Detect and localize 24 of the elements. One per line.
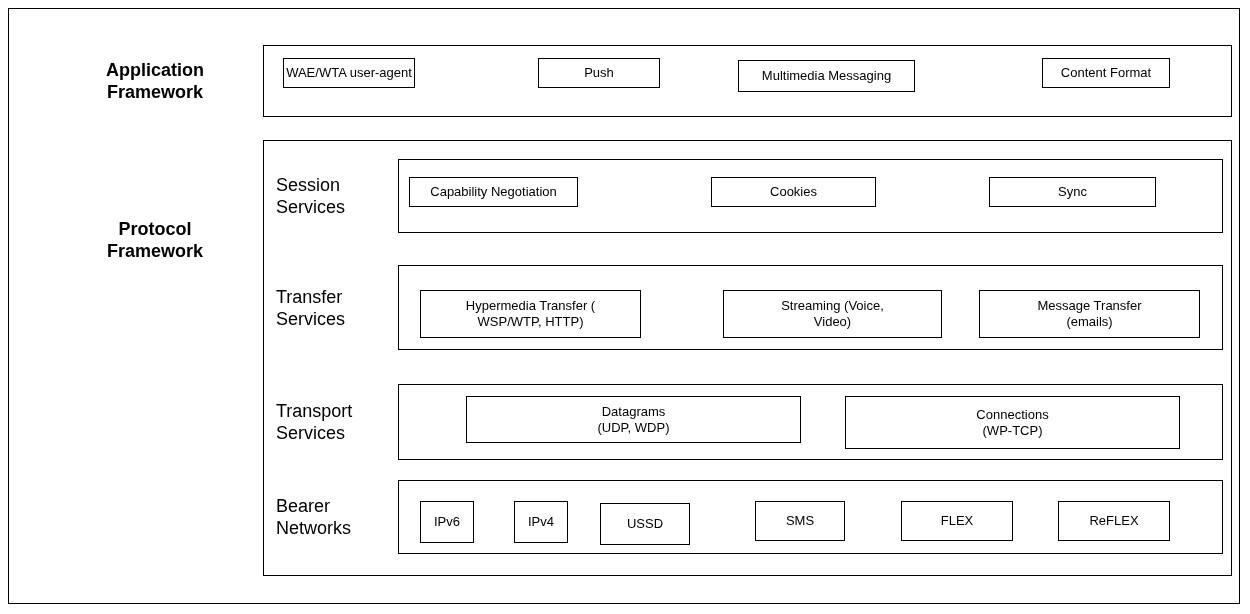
service-box: SMS <box>755 501 845 541</box>
service-box: Connections (WP-TCP) <box>845 396 1180 449</box>
layer-heading: Transport Services <box>276 400 354 444</box>
service-box: ReFLEX <box>1058 501 1170 541</box>
service-box: Hypermedia Transfer ( WSP/WTP, HTTP) <box>420 290 641 338</box>
service-box: Cookies <box>711 177 876 207</box>
service-box: Push <box>538 58 660 88</box>
service-box: Capability Negotiation <box>409 177 578 207</box>
service-box: IPv6 <box>420 501 474 543</box>
service-box: IPv4 <box>514 501 568 543</box>
layer-heading: Transfer Services <box>276 286 347 330</box>
layer-heading: Session Services <box>276 174 347 218</box>
layer-heading: Bearer Networks <box>276 495 352 539</box>
service-box: USSD <box>600 503 690 545</box>
service-box: Content Format <box>1042 58 1170 88</box>
framework-heading: Application Framework <box>105 59 205 103</box>
service-box: Message Transfer (emails) <box>979 290 1200 338</box>
service-box: WAE/WTA user-agent <box>283 58 415 88</box>
service-box: Streaming (Voice, Video) <box>723 290 942 338</box>
framework-heading: Protocol Framework <box>105 218 204 262</box>
service-box: Sync <box>989 177 1156 207</box>
service-box: FLEX <box>901 501 1013 541</box>
service-box: Datagrams (UDP, WDP) <box>466 396 801 443</box>
service-box: Multimedia Messaging <box>738 60 915 92</box>
